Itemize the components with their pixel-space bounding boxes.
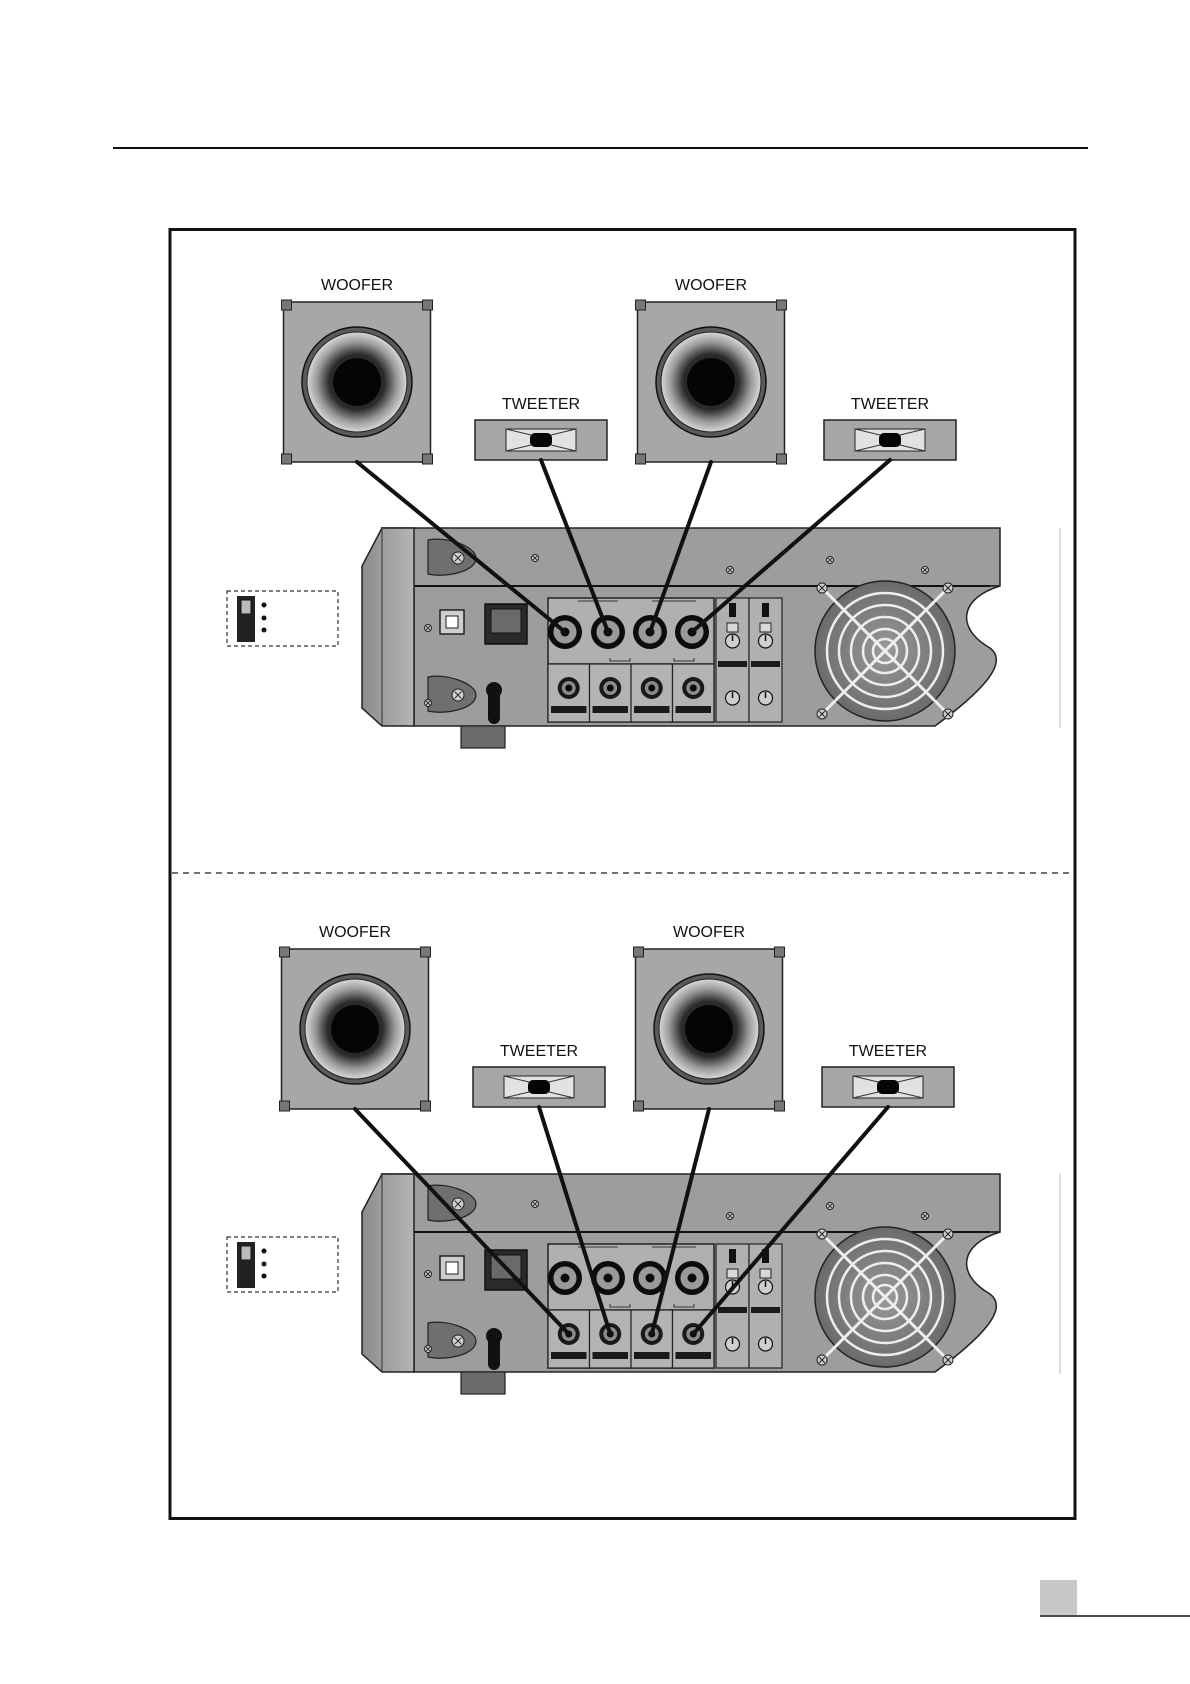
power-cord-gland [486,1328,502,1344]
woofer-dustcap [333,358,381,406]
jack-center [690,685,697,692]
tweeter-speaker: TWEETER [475,396,607,460]
speakon-center [688,1274,697,1283]
amplifier-rear-panel [227,1174,1060,1394]
selector-position-dot [262,1274,267,1279]
power-cord-boot [461,726,505,748]
cabinet-corner [634,947,644,957]
amp-front-edge [362,1174,414,1372]
amplifier-rear-panel [227,528,1060,748]
selector-position-dot [262,1249,267,1254]
cabinet-corner [775,947,785,957]
iec-inner [446,1262,458,1274]
speakon-center [604,1274,613,1283]
tweeter-speaker: TWEETER [473,1043,605,1107]
cabinet-corner [634,1101,644,1111]
jack-label-strip [634,706,670,713]
cabinet-corner [421,947,431,957]
control-label-strip [751,1307,780,1313]
cabinet-corner [636,300,646,310]
cabinet-corner [777,300,787,310]
indicator-led [727,623,738,632]
cabinet-corner [282,454,292,464]
cabinet-corner [775,1101,785,1111]
woofer-speaker: WOOFER [636,277,787,464]
selector-slider [241,1246,251,1260]
woofer-label: WOOFER [321,277,393,294]
jack-label-strip [676,706,712,713]
tweeter-label: TWEETER [502,396,580,413]
woofer-dustcap [685,1005,733,1053]
selector-slider [241,600,251,614]
jack-label-strip [551,1352,587,1359]
mode-switch [762,603,769,617]
cabinet-corner [282,300,292,310]
amp-front-edge [362,528,414,726]
tweeter-driver [528,1080,550,1094]
indicator-led [760,1269,771,1278]
power-cord-boot [461,1372,505,1394]
page-tab [1040,1580,1077,1615]
diagram-top: WOOFER TWEETER WOOFER TWEETER [227,277,1060,748]
speakon-center [646,1274,655,1283]
woofer-dustcap [331,1005,379,1053]
jack-label-strip [593,1352,629,1359]
jack-center [648,685,655,692]
speakon-center [561,1274,570,1283]
cabinet-corner [423,300,433,310]
jack-label-strip [593,706,629,713]
mode-switch [729,603,736,617]
selector-position-dot [262,616,267,621]
woofer-speaker: WOOFER [280,924,431,1111]
woofer-label: WOOFER [673,924,745,941]
tweeter-driver [877,1080,899,1094]
control-label-strip [751,661,780,667]
mode-switch [729,1249,736,1263]
jack-center [607,685,614,692]
control-label-strip [718,661,747,667]
selector-position-dot [262,603,267,608]
control-label-strip [718,1307,747,1313]
woofer-label: WOOFER [675,277,747,294]
indicator-led [760,623,771,632]
tweeter-speaker: TWEETER [822,1043,954,1107]
power-cord-gland [486,682,502,698]
tweeter-label: TWEETER [849,1043,927,1060]
jack-label-strip [634,1352,670,1359]
diagram-bottom: WOOFER TWEETER WOOFER TWEETER [227,924,1060,1394]
selector-position-dot [262,1262,267,1267]
iec-inner [446,616,458,628]
woofer-speaker: WOOFER [282,277,433,464]
tweeter-speaker: TWEETER [824,396,956,460]
selector-position-dot [262,628,267,633]
cabinet-corner [421,1101,431,1111]
woofer-label: WOOFER [319,924,391,941]
tweeter-label: TWEETER [851,396,929,413]
cabinet-corner [280,947,290,957]
woofer-dustcap [687,358,735,406]
tweeter-driver [530,433,552,447]
cabinet-corner [423,454,433,464]
woofer-speaker: WOOFER [634,924,785,1111]
indicator-led [727,1269,738,1278]
jack-label-strip [676,1352,712,1359]
cabinet-corner [280,1101,290,1111]
tweeter-driver [879,433,901,447]
jack-center [565,685,572,692]
tweeter-label: TWEETER [500,1043,578,1060]
jack-label-strip [551,706,587,713]
power-switch-rocker [491,609,521,633]
cabinet-corner [636,454,646,464]
cabinet-corner [777,454,787,464]
